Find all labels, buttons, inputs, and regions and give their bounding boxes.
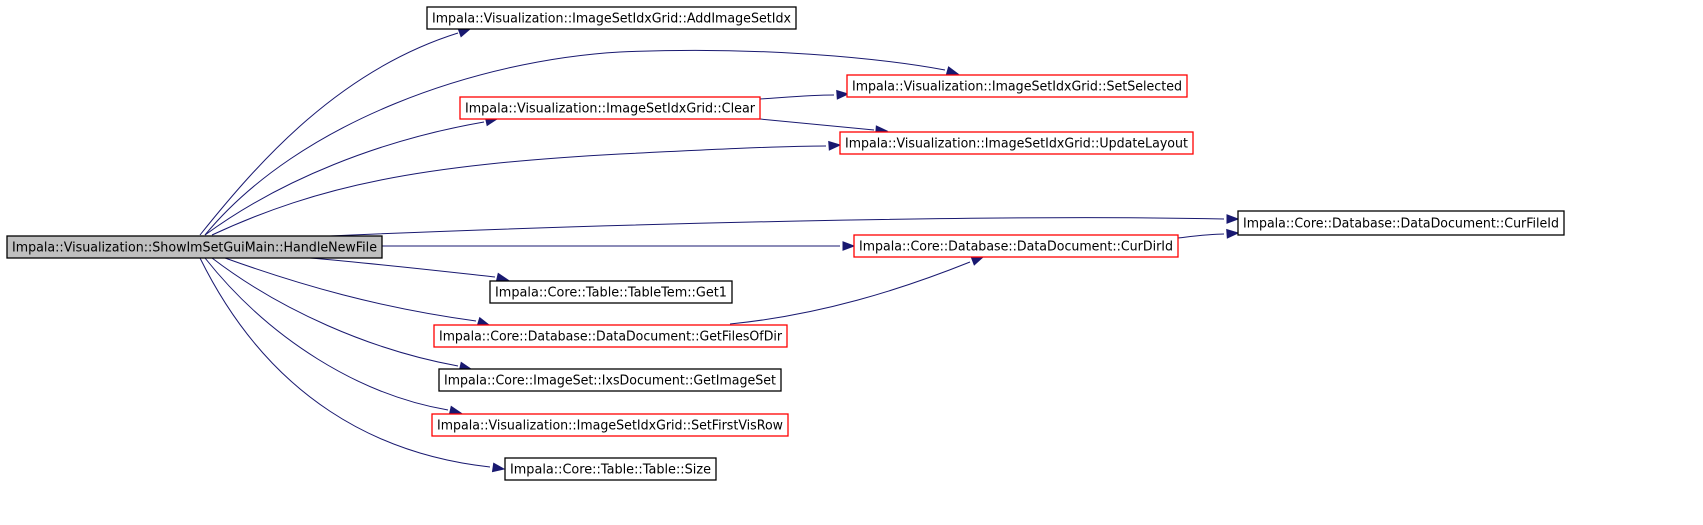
node-size[interactable]: Impala::Core::Table::Table::Size	[504, 457, 717, 481]
node-label: Impala::Visualization::ImageSetIdxGrid::…	[432, 12, 791, 27]
node-box	[839, 131, 1194, 155]
node-get1[interactable]: Impala::Core::Table::TableTem::Get1	[489, 280, 733, 304]
node-box	[6, 235, 383, 259]
edge-line	[1177, 233, 1225, 239]
node-getimageset[interactable]: Impala::Core::ImageSet::IxsDocument::Get…	[438, 368, 782, 392]
edge-handlenewfile-to-getfilesofdir	[224, 257, 491, 327]
edge-handlenewfile-to-get1	[309, 257, 510, 283]
edge-line	[199, 32, 459, 236]
arrowhead-icon	[828, 140, 842, 151]
node-box	[438, 368, 782, 392]
edge-clear-to-setselected	[759, 89, 850, 100]
arrowhead-icon	[1226, 228, 1240, 239]
edge-handlenewfile-to-setselected	[204, 49, 960, 236]
node-label: Impala::Visualization::ImageSetIdxGrid::…	[852, 80, 1182, 95]
node-label: Impala::Core::Database::DataDocument::Ge…	[439, 330, 783, 345]
node-box	[504, 457, 717, 481]
node-setselected[interactable]: Impala::Visualization::ImageSetIdxGrid::…	[846, 74, 1188, 98]
arrowhead-icon	[970, 256, 985, 266]
arrowhead-icon	[1226, 214, 1240, 224]
node-label: Impala::Core::Table::Table::Size	[510, 463, 711, 478]
node-box	[853, 234, 1179, 258]
edge-line	[211, 257, 459, 367]
edge-curdirid-to-curfileid	[1177, 228, 1240, 239]
node-curfileid[interactable]: Impala::Core::Database::DataDocument::Cu…	[1237, 210, 1565, 236]
node-label: Impala::Core::ImageSet::IxsDocument::Get…	[444, 374, 776, 389]
node-box	[459, 96, 761, 120]
node-box	[426, 6, 797, 30]
node-setfirstvisrow[interactable]: Impala::Visualization::ImageSetIdxGrid::…	[431, 413, 789, 437]
edge-line	[204, 257, 449, 411]
node-addimagesetidx[interactable]: Impala::Visualization::ImageSetIdxGrid::…	[426, 6, 797, 30]
edge-line	[224, 257, 477, 322]
edge-line	[759, 118, 875, 131]
node-label: Impala::Visualization::ImageSetIdxGrid::…	[465, 102, 756, 117]
edge-line	[729, 261, 971, 325]
edge-line	[329, 217, 1225, 237]
node-box	[489, 280, 733, 304]
edge-line	[199, 257, 491, 468]
edge-layer	[199, 28, 1240, 473]
edge-line	[204, 121, 485, 236]
node-layer: Impala::Visualization::ShowImSetGuiMain:…	[6, 6, 1565, 481]
arrowhead-icon	[457, 28, 472, 38]
arrowhead-icon	[836, 89, 850, 100]
node-box	[433, 324, 788, 348]
arrowhead-icon	[491, 462, 506, 473]
node-box	[1237, 210, 1565, 236]
node-getfilesofdir[interactable]: Impala::Core::Database::DataDocument::Ge…	[433, 324, 788, 348]
node-label: Impala::Visualization::ImageSetIdxGrid::…	[845, 137, 1188, 152]
edge-line	[759, 94, 835, 100]
edge-handlenewfile-to-size	[199, 257, 506, 473]
node-box	[431, 413, 789, 437]
node-handlenewfile: Impala::Visualization::ShowImSetGuiMain:…	[6, 235, 383, 259]
edge-handlenewfile-to-updatelayout	[211, 140, 842, 236]
edge-getfilesofdir-to-curdirid	[729, 256, 985, 325]
node-label: Impala::Core::Table::TableTem::Get1	[495, 286, 727, 301]
node-updatelayout[interactable]: Impala::Visualization::ImageSetIdxGrid::…	[839, 131, 1194, 155]
node-label: Impala::Core::Database::DataDocument::Cu…	[859, 240, 1173, 255]
node-clear[interactable]: Impala::Visualization::ImageSetIdxGrid::…	[459, 96, 761, 120]
edge-handlenewfile-to-curfileid	[329, 214, 1240, 237]
edge-handlenewfile-to-setfirstvisrow	[204, 257, 463, 416]
edge-line	[204, 49, 946, 236]
node-box	[846, 74, 1188, 98]
arrowhead-icon	[842, 241, 856, 251]
edge-line	[211, 145, 827, 236]
edge-handlenewfile-to-clear	[204, 116, 499, 236]
node-label: Impala::Visualization::ImageSetIdxGrid::…	[437, 419, 783, 434]
node-label: Impala::Core::Database::DataDocument::Cu…	[1243, 217, 1559, 232]
edge-line	[309, 257, 496, 278]
edge-handlenewfile-to-curdirid	[382, 241, 856, 251]
arrowhead-icon	[945, 66, 960, 76]
node-curdirid[interactable]: Impala::Core::Database::DataDocument::Cu…	[853, 234, 1179, 258]
node-label: Impala::Visualization::ShowImSetGuiMain:…	[12, 241, 377, 256]
